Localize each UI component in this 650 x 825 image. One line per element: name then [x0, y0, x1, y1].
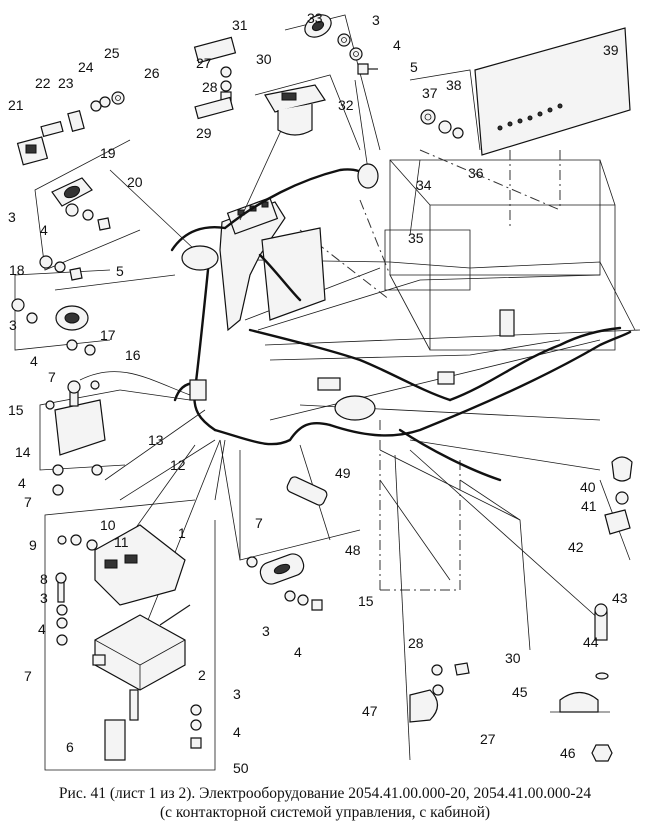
callout-43: 43	[612, 590, 628, 606]
wiring-harness	[79, 168, 632, 482]
callout-8: 8	[40, 571, 48, 587]
exploded-diagram: 31 33 3 4 5 39 27 30 28 32 29 25 24 26 2…	[8, 10, 641, 776]
callout-labels: 31 33 3 4 5 39 27 30 28 32 29 25 24 26 2…	[8, 10, 628, 776]
callout-26: 26	[144, 65, 160, 81]
callout-28b: 28	[408, 635, 424, 651]
callout-20: 20	[127, 174, 143, 190]
caption-line-1: Рис. 41 (лист 1 из 2). Электрооборудован…	[58, 785, 592, 802]
callout-9: 9	[29, 537, 37, 553]
callout-37: 37	[422, 85, 438, 101]
callout-6: 6	[66, 739, 74, 755]
callout-12: 12	[170, 457, 186, 473]
assembly-boxes	[14, 14, 631, 771]
callout-34: 34	[416, 177, 432, 193]
callout-3b: 3	[8, 209, 16, 225]
callout-36: 36	[468, 165, 484, 181]
caption-line-2: (с контакторной системой управления, с к…	[159, 804, 491, 821]
callout-40: 40	[580, 479, 596, 495]
callout-24: 24	[78, 59, 94, 75]
callout-14: 14	[15, 444, 31, 460]
callout-4e: 4	[38, 621, 46, 637]
callout-47: 47	[362, 703, 378, 719]
panel-indicators	[497, 103, 563, 131]
callout-38: 38	[446, 77, 462, 93]
callout-11: 11	[114, 534, 129, 550]
callout-3e: 3	[262, 623, 270, 639]
callout-28a: 28	[202, 79, 218, 95]
callout-4d: 4	[18, 475, 26, 491]
callout-15a: 15	[8, 402, 24, 418]
callout-44: 44	[583, 634, 599, 650]
callout-4f: 4	[294, 644, 302, 660]
callout-35: 35	[408, 230, 424, 246]
machine-frame	[244, 110, 641, 651]
callout-7c: 7	[255, 515, 263, 531]
callout-27b: 27	[480, 731, 496, 747]
callout-15b: 15	[358, 593, 374, 609]
callout-5b: 5	[116, 263, 124, 279]
callout-30a: 30	[256, 51, 272, 67]
callout-27a: 27	[196, 55, 212, 71]
callout-23: 23	[58, 75, 74, 91]
hardware-parts	[11, 14, 633, 762]
callout-3a: 3	[372, 12, 380, 28]
callout-19: 19	[100, 145, 116, 161]
callout-32: 32	[338, 97, 354, 113]
callout-29: 29	[196, 125, 212, 141]
callout-21: 21	[8, 97, 24, 113]
callout-33: 33	[307, 10, 323, 26]
callout-25: 25	[104, 45, 120, 61]
callout-50: 50	[233, 760, 249, 776]
callout-1: 1	[178, 525, 186, 541]
callout-42: 42	[568, 539, 584, 555]
callout-18: 18	[9, 262, 25, 278]
callout-46: 46	[560, 745, 576, 761]
callout-49: 49	[335, 465, 351, 481]
callout-4b: 4	[40, 222, 48, 238]
callout-7a: 7	[48, 369, 56, 385]
callout-48: 48	[345, 542, 361, 558]
callout-41: 41	[581, 498, 597, 514]
callout-31: 31	[232, 17, 248, 33]
callout-10: 10	[100, 517, 116, 533]
callout-45: 45	[512, 684, 528, 700]
callout-4a: 4	[393, 37, 401, 53]
callout-13: 13	[148, 432, 164, 448]
callout-16: 16	[125, 347, 141, 363]
callout-4g: 4	[233, 724, 241, 740]
callout-30b: 30	[505, 650, 521, 666]
callout-22: 22	[35, 75, 51, 91]
figure-caption: Рис. 41 (лист 1 из 2). Электрооборудован…	[0, 784, 650, 822]
cab-pillar	[219, 197, 326, 332]
callout-4c: 4	[30, 353, 38, 369]
callout-3c: 3	[9, 317, 17, 333]
callout-2: 2	[198, 667, 206, 683]
callout-3f: 3	[233, 686, 241, 702]
callout-3d: 3	[40, 590, 48, 606]
callout-5a: 5	[410, 59, 418, 75]
callout-17: 17	[100, 327, 116, 343]
callout-39: 39	[603, 42, 619, 58]
callout-7d: 7	[24, 668, 32, 684]
callout-7b: 7	[24, 494, 32, 510]
